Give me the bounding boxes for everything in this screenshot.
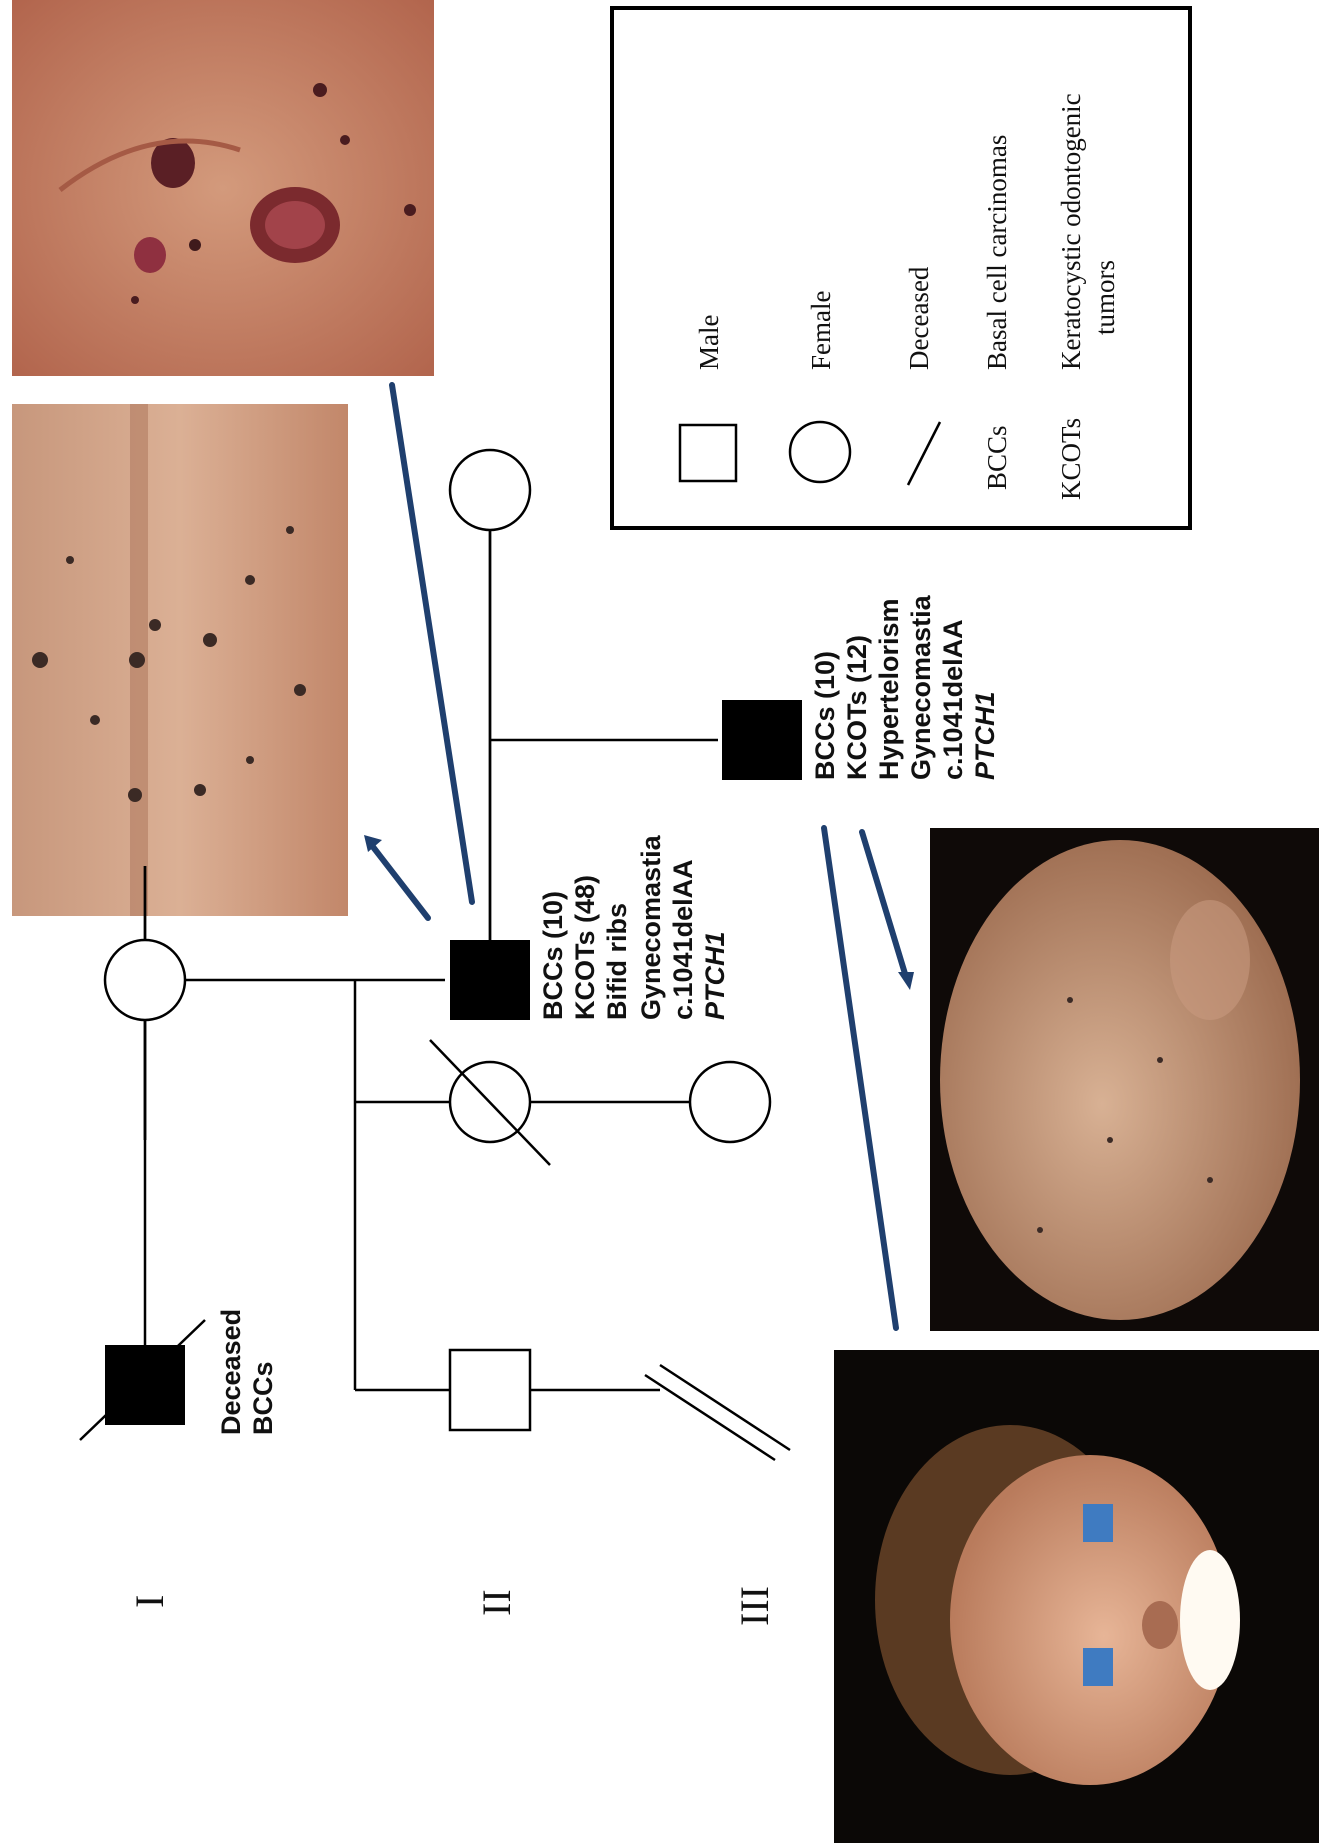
legend-label-kcots: Keratocystic odontogenic: [1056, 93, 1086, 370]
grandfather-labels: Deceased BCCs: [216, 1309, 278, 1435]
son-gene-label: PTCH1: [970, 691, 1000, 780]
son-label: Hypertelorism: [874, 598, 904, 780]
proband-label: Gynecomastia: [636, 834, 666, 1020]
grandfather-label: Deceased: [216, 1309, 246, 1435]
son-label: Gynecomastia: [906, 594, 936, 780]
female-symbol-icon: [790, 422, 850, 482]
chest-nevi-photo: [12, 404, 348, 916]
grandmother-symbol: [105, 940, 185, 1020]
grandfather-label: BCCs: [248, 1361, 278, 1435]
legend-label-bccs: Basal cell carcinomas: [982, 135, 1012, 370]
legend: Male Female Deceased BCCs Basal cell car…: [612, 8, 1190, 528]
proband-spouse-symbol: [450, 450, 530, 530]
proband-labels: BCCs (10) KCOTs (48) Bifid ribs Gynecoma…: [538, 834, 730, 1020]
gen2-male-symbol: [450, 1350, 530, 1430]
proband-gene-label: PTCH1: [700, 931, 730, 1020]
grandfather-symbol: [80, 1320, 205, 1440]
legend-abbr-kcots: KCOTs: [1056, 418, 1086, 500]
son-label: c.1041delAA: [938, 619, 968, 780]
son-label: BCCs (10): [810, 651, 840, 780]
son-labels: BCCs (10) KCOTs (12) Hypertelorism Gynec…: [810, 594, 1000, 780]
gen3-female-symbol: [690, 1062, 770, 1142]
face-photo: [834, 1350, 1319, 1843]
legend-label-kcots-2: tumors: [1090, 260, 1120, 335]
gen3-son-symbol: [722, 700, 802, 780]
divorce-marks: [645, 1365, 790, 1460]
legend-label-female: Female: [806, 291, 836, 370]
proband-label: c.1041delAA: [668, 859, 698, 1020]
proband-label: Bifid ribs: [602, 903, 632, 1020]
legend-label-deceased: Deceased: [904, 266, 934, 370]
torso-photo: [930, 828, 1319, 1331]
proband-label: KCOTs (48): [570, 875, 600, 1020]
generation-label: I: [127, 1595, 172, 1608]
legend-label-male: Male: [694, 315, 724, 370]
proband-symbol: [450, 940, 530, 1020]
eye-bar-icon: [1083, 1648, 1113, 1686]
skin-lesions-photo: [12, 0, 434, 376]
generation-label: III: [732, 1586, 777, 1626]
legend-abbr-bccs: BCCs: [982, 425, 1012, 490]
generation-labels: I II III: [127, 1586, 777, 1626]
generation-label: II: [474, 1589, 519, 1616]
son-label: KCOTs (12): [842, 635, 872, 780]
proband-label: BCCs (10): [538, 891, 568, 1020]
eye-bar-icon: [1083, 1504, 1113, 1542]
male-symbol-icon: [680, 425, 736, 481]
